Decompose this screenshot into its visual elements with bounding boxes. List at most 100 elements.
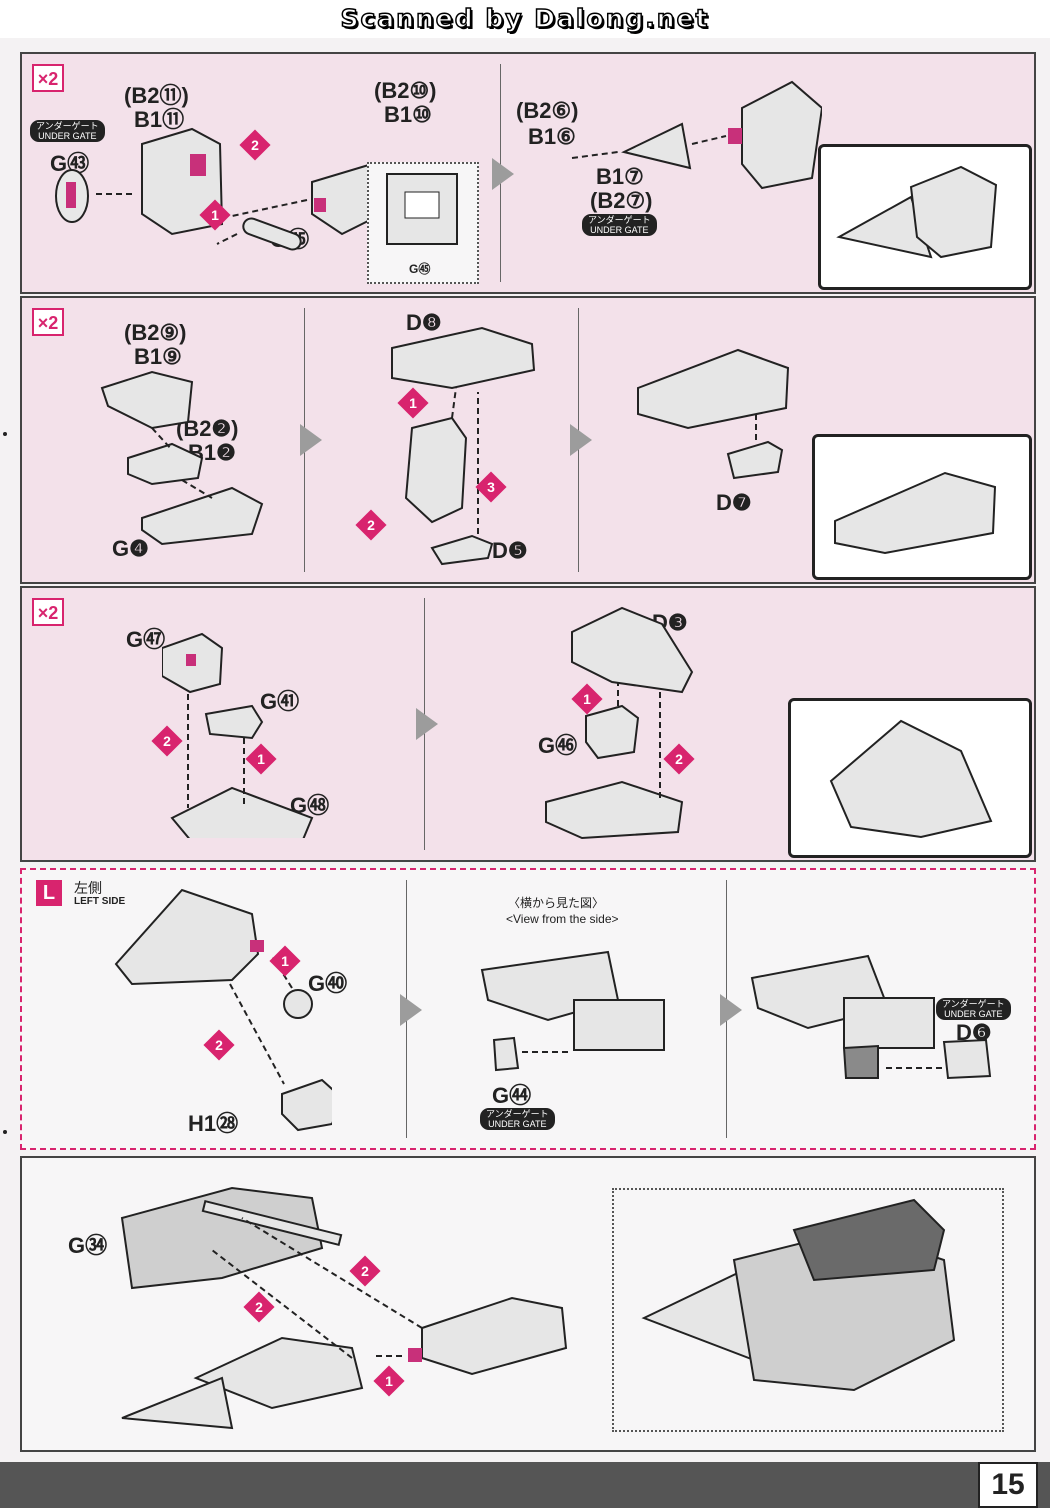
assembly-arrow xyxy=(691,135,727,145)
part-label-h1-28: H1㉘ xyxy=(188,1111,239,1136)
bracket-part xyxy=(281,1078,332,1132)
base-frame xyxy=(141,486,264,546)
side-label-en: LEFT SIDE xyxy=(74,896,126,907)
next-step-arrow xyxy=(400,994,422,1026)
row5-illustration xyxy=(120,1186,568,1430)
part-label-b2-9: (B2⑨) xyxy=(124,320,187,345)
multiplier-badge: ×2 xyxy=(32,308,64,336)
step-number: 2 xyxy=(355,509,387,541)
step-number: 2 xyxy=(151,725,183,757)
step-number: 1 xyxy=(571,683,603,715)
washer-hole xyxy=(66,182,76,208)
joint-peg xyxy=(728,128,742,144)
assembly-arrow xyxy=(241,1217,423,1329)
part-label-b1-10: B1⑩ xyxy=(384,102,432,127)
part-label-d8: D❽ xyxy=(406,310,442,335)
hinge-part xyxy=(404,416,468,524)
part-label-g40: G㊵ xyxy=(308,971,348,996)
step-panel-5: G㉞ 1 2 2 xyxy=(20,1156,1036,1452)
shoulder-peg xyxy=(190,154,206,176)
part-label-b2-10: (B2⑩) xyxy=(374,78,437,103)
joint-block xyxy=(573,999,665,1051)
row2-b-illustration xyxy=(391,326,536,566)
assembled-part-illustration xyxy=(641,1198,956,1392)
cover-shell xyxy=(571,606,694,694)
under-gate-badge: アンダーゲート UNDER GATE xyxy=(30,120,105,142)
assembly-arrow xyxy=(451,387,457,419)
lower-plate xyxy=(842,1044,879,1079)
inset-part-label: G㊺ xyxy=(409,262,431,276)
scan-mark xyxy=(3,1130,7,1134)
next-step-arrow xyxy=(492,158,514,190)
assembled-shoulder xyxy=(909,165,998,259)
step-panel-1: ×2 (B2⑪) B1⑪ (B2⑩) B1⑩ アンダーゲート UNDER GAT… xyxy=(20,52,1036,294)
assembly-arrow xyxy=(216,233,238,245)
next-step-arrow xyxy=(416,708,438,740)
step-panel-2: ×2 (B2⑨) B1⑨ (B2❷) B1❷ G❹ D❽ D❺ 1 2 3 D❼ xyxy=(20,296,1036,584)
step-number: 1 xyxy=(199,199,231,231)
assembled-part-illustration xyxy=(834,471,997,555)
row2-c-illustration xyxy=(637,348,790,480)
assembled-body xyxy=(834,471,997,555)
part-label-g44: G㊹ xyxy=(492,1083,532,1108)
drill-body xyxy=(193,1336,364,1410)
assembly-arrow xyxy=(181,479,213,499)
multiplier-badge: ×2 xyxy=(32,64,64,92)
assembled-preview xyxy=(812,434,1032,580)
inset-part-illustration xyxy=(386,173,458,245)
assembled-shield xyxy=(792,1198,946,1282)
row4-a-illustration xyxy=(114,888,332,1132)
assembly-arrow xyxy=(229,983,285,1085)
frame-rail xyxy=(201,1200,343,1246)
joint-block xyxy=(843,997,935,1049)
multiplier-badge: ×2 xyxy=(32,598,64,626)
step-number: 1 xyxy=(269,945,301,977)
under-gate-jp: アンダーゲート xyxy=(942,999,1005,1009)
part-label-b1-11: B1⑪ xyxy=(134,107,185,132)
part-label-b1-6: B1⑥ xyxy=(528,124,576,149)
under-gate-jp: アンダーゲート xyxy=(588,215,651,225)
drill-cone xyxy=(121,1376,234,1430)
under-gate-badge: アンダーゲート UNDER GATE xyxy=(582,214,657,236)
step-number: 2 xyxy=(243,1291,275,1323)
scan-header: Scanned by Dalong.net xyxy=(0,0,1050,38)
under-gate-en: UNDER GATE xyxy=(590,225,649,235)
drill-cone xyxy=(621,122,692,170)
shoulder-body xyxy=(741,80,822,190)
next-step-arrow xyxy=(300,424,322,456)
assembly-arrow xyxy=(151,427,173,451)
row4-b-illustration xyxy=(480,950,665,1072)
step-number: 1 xyxy=(373,1365,405,1397)
part-label-b1-9: B1⑨ xyxy=(134,344,182,369)
step-panel-3: ×2 G㊼ G㊶ G㊽ 1 2 D❸ G㊻ 1 2 xyxy=(20,586,1036,862)
side-view-caption-jp: 〈横から見た図〉 xyxy=(508,896,605,910)
small-clip xyxy=(726,440,784,480)
row4-c-illustration xyxy=(750,954,992,1080)
part-label-g34: G㉞ xyxy=(68,1233,108,1258)
part-label-b2-6: (B2⑥) xyxy=(516,98,579,123)
scan-title: Scanned by Dalong.net xyxy=(340,3,710,34)
inner-block xyxy=(585,704,640,760)
inset-detail: G㊺ xyxy=(367,162,479,284)
step-number: 2 xyxy=(349,1255,381,1287)
part-label-g4: G❹ xyxy=(112,536,149,561)
assembled-part-illustration xyxy=(836,165,998,259)
step-number: 1 xyxy=(397,387,429,419)
assembled-preview xyxy=(612,1188,1004,1432)
base-frame xyxy=(545,780,684,840)
under-gate-badge: アンダーゲート UNDER GATE xyxy=(480,1108,555,1130)
next-step-arrow xyxy=(720,994,742,1026)
assembled-part-illustration xyxy=(829,719,993,839)
part-label-g47: G㊼ xyxy=(126,627,166,652)
top-body xyxy=(391,326,536,390)
shield-peg xyxy=(408,1348,422,1362)
assembly-arrow xyxy=(231,199,308,217)
step-number: 2 xyxy=(203,1029,235,1061)
small-joint xyxy=(204,704,264,740)
side-label-jp: 左側 xyxy=(74,881,102,897)
part-label-d5: D❺ xyxy=(492,538,528,563)
part-label-g41: G㊶ xyxy=(260,689,300,714)
under-gate-en: UNDER GATE xyxy=(944,1009,1003,1019)
assembled-body xyxy=(637,348,790,430)
under-gate-en: UNDER GATE xyxy=(488,1119,547,1129)
